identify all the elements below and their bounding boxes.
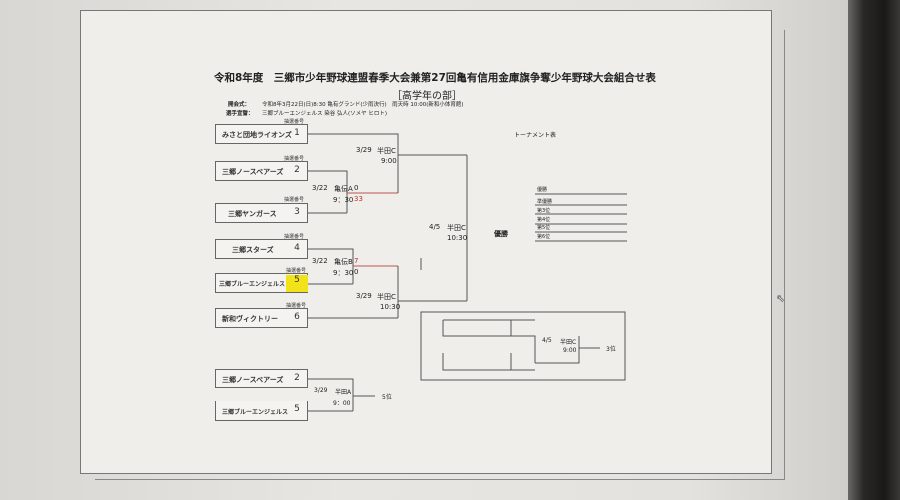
standings-lines	[535, 193, 627, 242]
team-name: 三郷ブルーエンジェルス	[219, 281, 286, 288]
sf1-field: 半田C	[377, 147, 396, 155]
line-sf2	[308, 266, 467, 319]
r1a-score-top: 0	[354, 184, 359, 192]
r1a-field: 亀伝A	[334, 185, 353, 193]
standing-6: 第6位	[537, 234, 551, 240]
lot-label: 抽選番号	[284, 156, 305, 162]
third-date: 4/5	[542, 337, 552, 344]
team-name: 三郷ノースベアーズ	[222, 168, 284, 176]
standing-1: 優勝	[537, 187, 548, 193]
r1b-score-top: 7	[354, 257, 359, 265]
lot-number: 6	[294, 312, 300, 322]
line-fifth	[308, 378, 375, 412]
lot-number: 2	[294, 165, 300, 175]
final-date: 4/5	[429, 223, 441, 231]
final-time: 10:30	[447, 234, 468, 242]
lot-number: 4	[294, 243, 300, 253]
division-title: ［高学年の部］	[392, 91, 462, 102]
r1a-time: 9：30	[333, 196, 354, 204]
standing-3: 第3位	[537, 208, 551, 214]
r1b-time: 9：30	[333, 269, 354, 277]
sf1-time: 9:00	[381, 157, 397, 165]
lot-label: 抽選番号	[286, 303, 307, 309]
standing-4: 第4位	[537, 217, 551, 223]
lot-number: 2	[294, 373, 300, 383]
team-name: 三郷ノースベアーズ	[222, 376, 284, 384]
sf2-time: 10:30	[380, 303, 401, 311]
lot-label: 抽選番号	[286, 268, 307, 274]
document-title: 令和8年度 三郷市少年野球連盟春季大会兼第27回亀有信用金庫旗争奪少年野球大会組…	[214, 72, 656, 84]
final-field: 半田C	[447, 224, 466, 232]
third-place-frame	[420, 311, 626, 381]
lot-number: 5	[294, 404, 300, 414]
oath-label: 選手宣誓：	[226, 111, 254, 117]
team-name: 新和ヴィクトリー	[222, 315, 278, 323]
standing-2: 準優勝	[537, 199, 553, 205]
bracket-label: トーナメント表	[514, 132, 557, 139]
page-shadow-border	[95, 30, 785, 480]
mouse-cursor-icon: ⇖	[776, 292, 786, 305]
line-sf1	[308, 133, 467, 193]
team-name: みさと団地ライオンズ	[222, 131, 292, 139]
r1a-date: 3/22	[312, 184, 328, 192]
team-name: 三郷スターズ	[232, 246, 274, 254]
r1b-date: 3/22	[312, 257, 328, 265]
standing-5: 第5位	[537, 225, 551, 231]
team-box: 三郷スターズ 4	[215, 239, 308, 259]
team-box: 三郷ノースベアーズ 2	[215, 369, 308, 388]
fifth-date: 3/29	[314, 387, 328, 394]
oath-text: 三郷ブルーエンジェルス 染谷 弘人(ソメヤ ヒロト)	[262, 111, 388, 117]
lot-number-highlighted: 5	[286, 275, 308, 292]
opening-text: 令和8年3月22日(日)8:30 亀有グランド(少雨決行) 雨天時 10:00(…	[262, 102, 464, 108]
fifth-label: 5位	[382, 394, 392, 401]
sf2-field: 半田C	[377, 293, 396, 301]
lot-number: 1	[294, 128, 300, 138]
team-name: 三郷ブルーエンジェルス	[222, 409, 289, 416]
third-time: 9:00	[563, 347, 577, 354]
third-field: 半田C	[560, 339, 577, 346]
line-r1a	[308, 170, 348, 214]
lot-label: 抽選番号	[284, 234, 305, 240]
line-r1b	[308, 248, 354, 285]
lot-number: 3	[294, 207, 300, 217]
fifth-time: 9：00	[333, 400, 351, 407]
monitor-bezel	[848, 0, 900, 500]
r1b-field: 亀伝B	[334, 258, 353, 266]
fifth-field: 半田A	[335, 389, 352, 396]
team-name: 三郷ヤンガース	[228, 210, 277, 218]
team-box: 新和ヴィクトリー 6	[215, 308, 308, 328]
r1a-score-bottom: 33	[354, 195, 363, 203]
lot-label: 抽選番号	[284, 197, 305, 203]
sf2-date: 3/29	[356, 292, 372, 300]
third-label: 3位	[606, 346, 616, 353]
team-box: 三郷ヤンガース 3	[215, 203, 308, 223]
final-label: 優勝	[494, 230, 508, 238]
r1b-score-bottom: 0	[354, 268, 359, 276]
document-page	[80, 10, 772, 474]
line-third	[442, 319, 600, 371]
team-box: 三郷ノースベアーズ 2	[215, 161, 308, 181]
team-box: 三郷ブルーエンジェルス 5	[215, 401, 308, 421]
sf1-date: 3/29	[356, 146, 372, 154]
opening-label: 開会式：	[228, 102, 251, 108]
lot-label: 抽選番号	[284, 119, 305, 125]
